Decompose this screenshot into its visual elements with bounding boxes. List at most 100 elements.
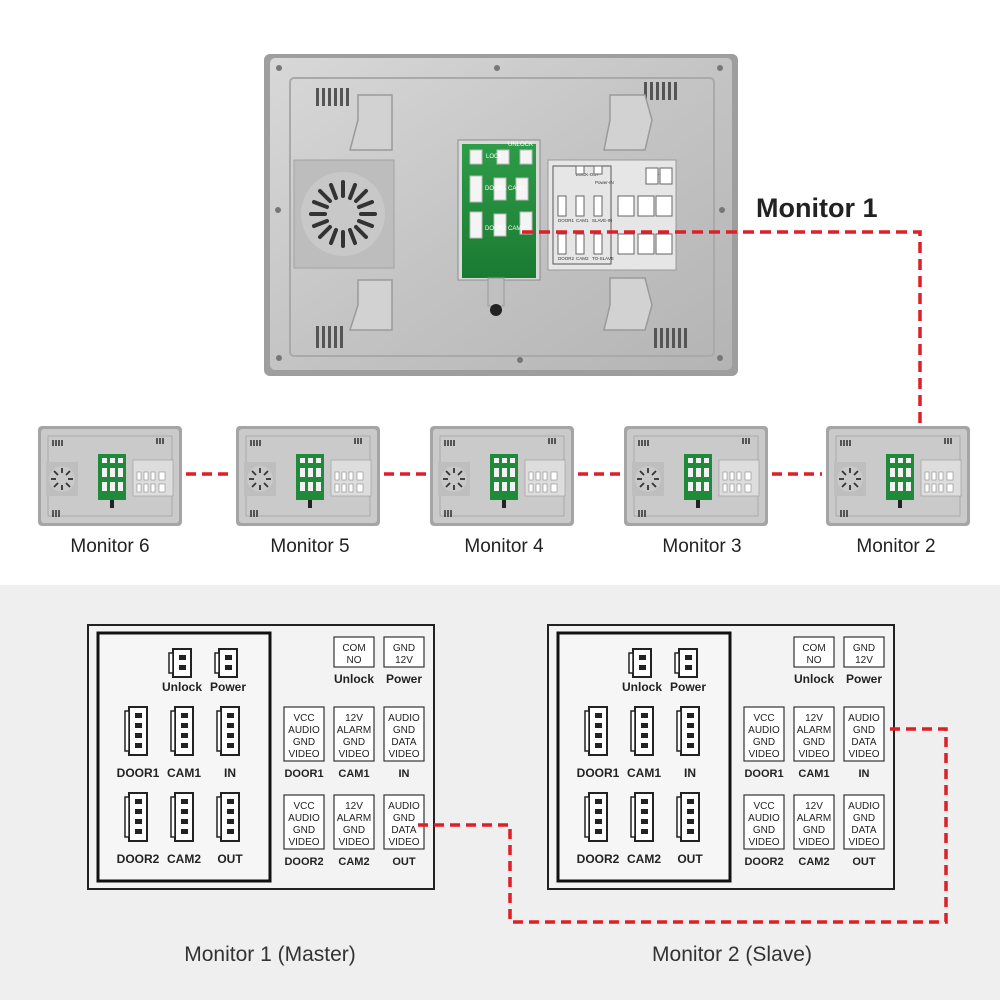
slave-panel-plug-r2-1-tab bbox=[630, 796, 636, 838]
slave-panel-in-spec-label: IN bbox=[859, 768, 870, 780]
slave-panel-unlock-plug-tab bbox=[628, 652, 634, 674]
master-panel-in-spec-line: DATA bbox=[391, 737, 417, 748]
slave-panel-plug-r2-1-pin bbox=[641, 819, 648, 824]
slave-panel-power-spec bbox=[843, 636, 885, 668]
master-panel-plug-r2-0-pin bbox=[135, 809, 142, 814]
master-panel-power-plug bbox=[218, 648, 238, 678]
master-panel-in-spec-line: AUDIO bbox=[388, 713, 420, 724]
slave-panel-in-spec bbox=[843, 706, 885, 762]
master-panel-plug-r2-2-pin bbox=[227, 819, 234, 824]
master-monitor-label: Monitor 1 bbox=[756, 193, 878, 223]
slave-panel-plug-r1-2-pin bbox=[687, 723, 694, 728]
master-panel-plug-r2-1-tab bbox=[170, 796, 176, 838]
master-panel-door1-spec bbox=[283, 706, 325, 762]
master-panel-cam2-spec-line: VIDEO bbox=[338, 837, 369, 848]
slave-panel-unlock-spec-label: Unlock bbox=[794, 672, 834, 686]
legend-cam1-text: CAM1 bbox=[576, 218, 589, 223]
master-panel-in-spec-line: VIDEO bbox=[388, 749, 419, 760]
slave-panel-plug-r1-1-pin bbox=[641, 723, 648, 728]
slave-panel-plug-r1-1-pin bbox=[641, 733, 648, 738]
slave-panel-out-spec bbox=[843, 794, 885, 850]
master-panel-out-spec-line: DATA bbox=[391, 825, 417, 836]
slave-panel-plug-r2-2-pin bbox=[687, 829, 694, 834]
monitor-4-label: Monitor 4 bbox=[464, 536, 544, 557]
master-panel-in-spec-line: GND bbox=[393, 725, 415, 736]
slave-panel-cam2-spec bbox=[793, 794, 835, 850]
master-panel-plug-r1-1-pin bbox=[181, 723, 188, 728]
pcb-door2-text: DOOR2 bbox=[485, 226, 507, 232]
master-panel-plug-r2-1-pin bbox=[181, 819, 188, 824]
slave-panel-plug-r1-1-tab bbox=[630, 710, 636, 752]
legend-powerin-text: Power-IN bbox=[595, 180, 614, 185]
slave-panel-plug-r1-0-pin bbox=[595, 733, 602, 738]
slave-panel-plug-r1-0-tab bbox=[584, 710, 590, 752]
slave-panel-plug-r1-2-pin bbox=[687, 733, 694, 738]
slave-panel-power-plug-pin bbox=[685, 665, 692, 670]
slave-panel-plug-r2-1-pin bbox=[641, 809, 648, 814]
master-panel-power-spec-line: 12V bbox=[395, 655, 413, 666]
master-panel-plug-r2-2-pin bbox=[227, 829, 234, 834]
master-panel-plug-r1-2-pin bbox=[227, 743, 234, 748]
slave-panel-power-plug-pin bbox=[685, 655, 692, 660]
slave-panel-out-spec-line: AUDIO bbox=[848, 801, 880, 812]
slave-panel-unlock-plug bbox=[632, 648, 652, 678]
slave-panel-unlock-spec bbox=[793, 636, 835, 668]
legend-door2-text: DOOR2 bbox=[558, 256, 575, 261]
master-panel-out-spec-line: AUDIO bbox=[388, 801, 420, 812]
slave-panel-cam1-spec-line: ALARM bbox=[797, 725, 831, 736]
master-panel-out-spec bbox=[383, 794, 425, 850]
master-panel-unlock-plug-tab bbox=[168, 652, 174, 674]
slave-panel-plug-r1-2-pin bbox=[687, 713, 694, 718]
slave-panel-in-spec-line: GND bbox=[853, 725, 875, 736]
slave-panel-out-spec-label: OUT bbox=[852, 856, 876, 868]
slave-panel-plug-r2-2-pin bbox=[687, 799, 694, 804]
master-panel-door2-spec-label: DOOR2 bbox=[284, 856, 323, 868]
master-panel-power-spec bbox=[383, 636, 425, 668]
pcb-lock-text: LOCK bbox=[486, 154, 502, 160]
master-panel-in-spec bbox=[383, 706, 425, 762]
master-panel-plug-r1-1-pin bbox=[181, 733, 188, 738]
monitor-3-image bbox=[623, 425, 769, 527]
slave-panel-plug-r1-0-pin bbox=[595, 743, 602, 748]
slave-panel-in-spec-line: DATA bbox=[851, 737, 877, 748]
master-panel-door1-spec-line: AUDIO bbox=[288, 725, 320, 736]
master-panel-door2-spec bbox=[283, 794, 325, 850]
master-panel-plug-r1-0-pin bbox=[135, 713, 142, 718]
slave-panel-plug-r1-0-pin bbox=[595, 723, 602, 728]
master-panel-plug-r2-0-pin bbox=[135, 819, 142, 824]
slave-panel-unlock-plug-pin bbox=[639, 665, 646, 670]
master-panel-cam1-spec-line: ALARM bbox=[337, 725, 371, 736]
slave-panel-door1-spec-line: VIDEO bbox=[748, 749, 779, 760]
slave-panel-power-label: Power bbox=[670, 680, 706, 694]
master-panel-cam1-spec bbox=[333, 706, 375, 762]
slave-panel-door2-spec bbox=[743, 794, 785, 850]
master-panel-plug-r1-0-pin bbox=[135, 743, 142, 748]
slave-panel-cam1-spec-line: VIDEO bbox=[798, 749, 829, 760]
slave-panel-plug-r2-label-0: DOOR2 bbox=[577, 852, 620, 866]
master-panel-plug-r1-0-tab bbox=[124, 710, 130, 752]
master-panel-door2-spec-line: VIDEO bbox=[288, 837, 319, 848]
slave-panel-power-plug-tab bbox=[674, 652, 680, 674]
monitor-2-label: Monitor 2 bbox=[856, 536, 936, 557]
slave-panel-cam1-spec-line: 12V bbox=[805, 713, 823, 724]
master-panel-plug-r2-0-pin bbox=[135, 799, 142, 804]
slave-panel-door2-spec-line: VIDEO bbox=[748, 837, 779, 848]
master-panel-plug-r1-1-tab bbox=[170, 710, 176, 752]
master-panel-plug-r2-1-pin bbox=[181, 799, 188, 804]
slave-panel-plug-r1-2-tab bbox=[676, 710, 682, 752]
slave-panel-cam2-spec-line: 12V bbox=[805, 801, 823, 812]
master-panel-caption: Monitor 1 (Master) bbox=[184, 943, 356, 966]
master-panel-door2-spec-line: VCC bbox=[293, 801, 314, 812]
master-panel-door1-spec-line: GND bbox=[293, 737, 315, 748]
master-panel-plug-r2-2-pin bbox=[227, 799, 234, 804]
slave-panel-plug-r2-1-pin bbox=[641, 829, 648, 834]
master-panel-plug-r1-label-0: DOOR1 bbox=[117, 766, 160, 780]
master-panel-unlock-label: Unlock bbox=[162, 680, 202, 694]
master-panel-power-spec-line: GND bbox=[393, 643, 415, 654]
slave-panel-cam1-spec bbox=[793, 706, 835, 762]
master-panel-cam1-spec-line: GND bbox=[343, 737, 365, 748]
master-panel-cam2-spec-line: 12V bbox=[345, 801, 363, 812]
legend-door1-text: DOOR1 bbox=[558, 218, 575, 223]
slave-panel-in-spec-line: VIDEO bbox=[848, 749, 879, 760]
